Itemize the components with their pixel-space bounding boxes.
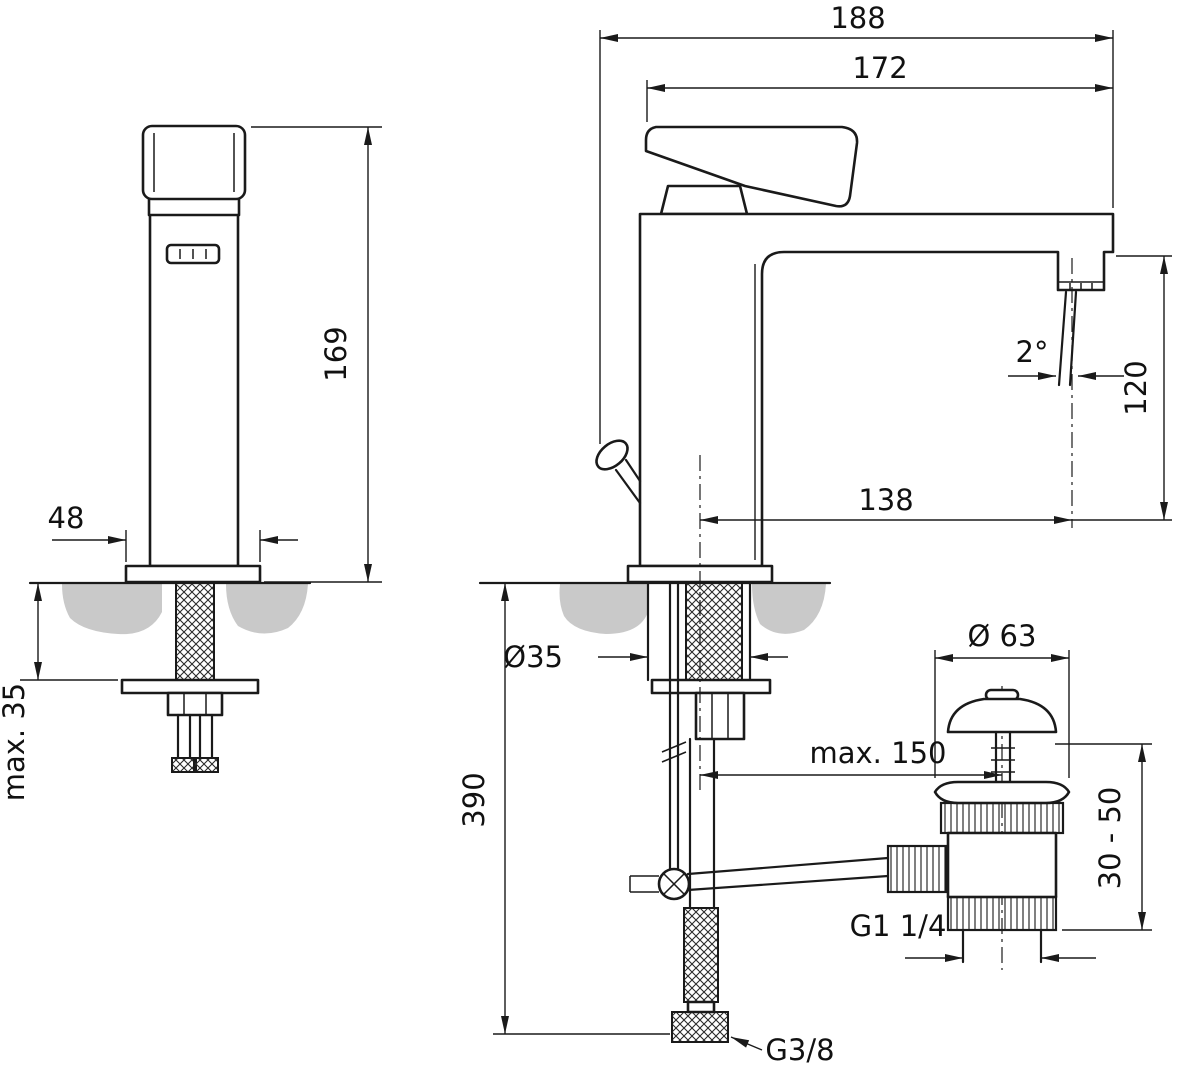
ext-line <box>1055 743 1152 931</box>
dim-label-2deg: 2° <box>1016 335 1049 369</box>
base-flange-front <box>124 564 262 584</box>
deck-section-left <box>559 584 648 634</box>
pullrod-knob-stem <box>614 458 642 505</box>
supply-tail-fitting <box>171 757 197 773</box>
supply-tail-fitting <box>193 757 219 773</box>
waste-flange <box>933 780 1071 805</box>
stem-ticks <box>991 747 1015 773</box>
dim-label-dia35: Ø35 <box>503 640 563 674</box>
waste-locknut <box>939 801 1065 835</box>
ext-line <box>251 126 382 583</box>
dimension-deck-max35: max. 35 <box>0 583 118 801</box>
dim-label-169: 169 <box>319 326 353 381</box>
handle-neck <box>659 184 749 216</box>
body-outline <box>638 212 1115 568</box>
nut-facet-lines <box>183 693 207 715</box>
dim-label-188: 188 <box>830 1 885 35</box>
supply-tails <box>176 713 214 760</box>
dimension-waste-distance-max150: max. 150 <box>700 736 1002 779</box>
dimension-spout-depth-172: 172 <box>646 51 1113 122</box>
ext-line <box>599 30 1114 444</box>
dim-label-48: 48 <box>48 501 85 535</box>
rod-break-marks <box>661 741 687 763</box>
pivot-cross <box>663 873 685 895</box>
drain-assembly <box>933 686 1071 970</box>
dimension-base-width-48: 48 <box>48 501 298 562</box>
deck-section-right <box>752 584 826 634</box>
dim-label-138: 138 <box>858 483 913 517</box>
leader-line <box>730 1036 763 1051</box>
aerator-detail <box>1058 281 1104 290</box>
front-view <box>28 124 312 773</box>
clevis-stub <box>629 875 659 893</box>
dimension-waste-thread-g114: G1 1/4 <box>850 909 1096 962</box>
side-view <box>478 125 1115 1043</box>
dim-label-g38: G3/8 <box>765 1033 834 1067</box>
deck-section-left <box>62 584 162 635</box>
ext-line <box>934 650 1070 778</box>
pull-rod <box>668 581 680 871</box>
pop-up-rod <box>629 581 948 901</box>
dimension-stream-angle-2deg: 2° <box>1008 335 1124 380</box>
handle-front <box>141 124 247 201</box>
deck-section-right <box>226 584 308 634</box>
dim-label-30-50: 30 - 50 <box>1093 787 1127 890</box>
dim-label-max150: max. 150 <box>810 736 947 770</box>
waste-lower-knurl <box>946 895 1058 932</box>
dimension-waste-dia-63: Ø 63 <box>934 619 1070 778</box>
dim-label-172: 172 <box>852 51 907 85</box>
horizontal-rod <box>686 856 890 892</box>
dimension-below-deck-390: 390 <box>457 583 670 1035</box>
dim-label-390: 390 <box>457 772 491 827</box>
handle-collar-front <box>147 196 241 217</box>
dimension-clamp-range-30-50: 30 - 50 <box>1055 743 1152 931</box>
threaded-shank <box>685 582 743 681</box>
mounting-nut <box>166 691 224 717</box>
nut-facet-lines <box>711 693 729 739</box>
ext-line <box>125 530 261 562</box>
pullrod-knob <box>595 439 629 471</box>
rod-coupler-nut <box>886 844 948 894</box>
hose-end-nut <box>671 1011 729 1043</box>
dim-label-dia63: Ø 63 <box>968 619 1037 653</box>
handle-edge-lines <box>153 133 235 192</box>
hose-lines <box>688 737 716 910</box>
handle-lever <box>644 125 859 208</box>
dimension-hole-dia-35: Ø35 <box>503 640 788 674</box>
dimension-spout-reach-138: 138 <box>700 483 1172 524</box>
dim-label-120: 120 <box>1119 360 1153 415</box>
plug-cap <box>946 697 1058 734</box>
waste-body <box>946 831 1058 899</box>
mounting-nut <box>694 691 746 741</box>
dim-label-g114: G1 1/4 <box>850 909 947 943</box>
shank-hole-lines <box>646 581 752 682</box>
faucet-side-body <box>595 125 1115 790</box>
dimension-total-depth-188: 188 <box>599 1 1114 444</box>
dimension-height-169: 169 <box>251 126 382 583</box>
dimension-outlet-height-120: 120 <box>1116 255 1172 520</box>
dim-label-max35: max. 35 <box>0 683 31 802</box>
hose-collar <box>686 1000 716 1014</box>
supply-hose <box>671 737 729 1043</box>
threaded-shank <box>175 582 215 681</box>
faucet-body-front <box>148 212 240 568</box>
braided-hose <box>683 907 719 1003</box>
mounting-plate <box>120 678 260 695</box>
water-stream <box>1057 290 1078 387</box>
aerator-ticks <box>179 249 207 259</box>
dimension-hose-thread-g38: G3/8 <box>730 1033 835 1067</box>
